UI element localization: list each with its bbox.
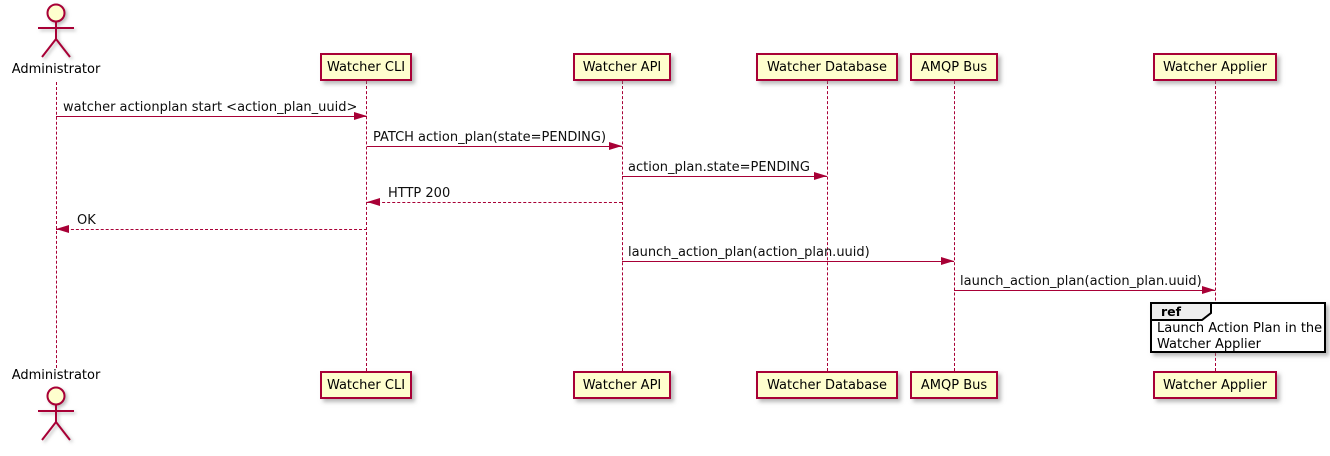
message-line — [622, 261, 954, 262]
lifeline-watcher-applier — [1215, 81, 1216, 371]
ref-keyword: ref — [1161, 304, 1182, 319]
participant-top-watcher-applier: Watcher Applier — [1153, 53, 1277, 81]
participant-bottom-watcher-cli: Watcher CLI — [320, 371, 412, 399]
actor-label-top: Administrator — [11, 62, 101, 77]
message-arrowhead — [814, 172, 827, 180]
participant-bottom-watcher-api: Watcher API — [573, 371, 671, 399]
message-label: action_plan.state=PENDING — [628, 160, 810, 175]
message-label: watcher actionplan start <action_plan_uu… — [63, 100, 358, 115]
message-arrowhead — [56, 225, 69, 233]
lifeline-watcher-api — [622, 81, 623, 371]
message-arrowhead — [354, 112, 367, 120]
message-arrowhead — [609, 142, 622, 150]
message-line — [56, 116, 367, 117]
message-label: HTTP 200 — [388, 186, 451, 201]
message-label: launch_action_plan(action_plan.uuid) — [960, 274, 1202, 289]
message-label: launch_action_plan(action_plan.uuid) — [628, 245, 870, 260]
message-line — [367, 202, 622, 203]
participant-top-watcher-cli: Watcher CLI — [320, 53, 412, 81]
ref-tab-icon — [1150, 302, 1212, 321]
actor-icon — [38, 3, 74, 58]
lifeline-watcher-cli — [366, 81, 367, 371]
message-line — [56, 229, 367, 230]
ref-text: Launch Action Plan in the Watcher Applie… — [1157, 321, 1322, 352]
message-arrowhead — [1202, 286, 1215, 294]
participant-bottom-amqp-bus: AMQP Bus — [910, 371, 998, 399]
participant-bottom-watcher-applier: Watcher Applier — [1153, 371, 1277, 399]
message-arrowhead — [367, 198, 380, 206]
message-label: PATCH action_plan(state=PENDING) — [373, 130, 607, 145]
participant-top-watcher-api: Watcher API — [573, 53, 671, 81]
message-line — [954, 290, 1215, 291]
message-label: OK — [77, 213, 96, 228]
ref-text-line2: Watcher Applier — [1157, 336, 1261, 352]
ref-text-line1: Launch Action Plan in the — [1157, 321, 1323, 336]
message-line — [622, 176, 827, 177]
participant-top-watcher-database: Watcher Database — [756, 53, 898, 81]
lifeline-watcher-database — [827, 81, 828, 371]
participant-top-amqp-bus: AMQP Bus — [910, 53, 998, 81]
participant-bottom-watcher-database: Watcher Database — [756, 371, 898, 399]
lifeline-amqp-bus — [954, 81, 955, 371]
ref-fragment: ref Launch Action Plan in the Watcher Ap… — [1150, 302, 1326, 353]
message-line — [367, 146, 622, 147]
actor-label-bottom: Administrator — [11, 368, 101, 383]
message-arrowhead — [941, 257, 954, 265]
actor-icon — [38, 386, 74, 441]
